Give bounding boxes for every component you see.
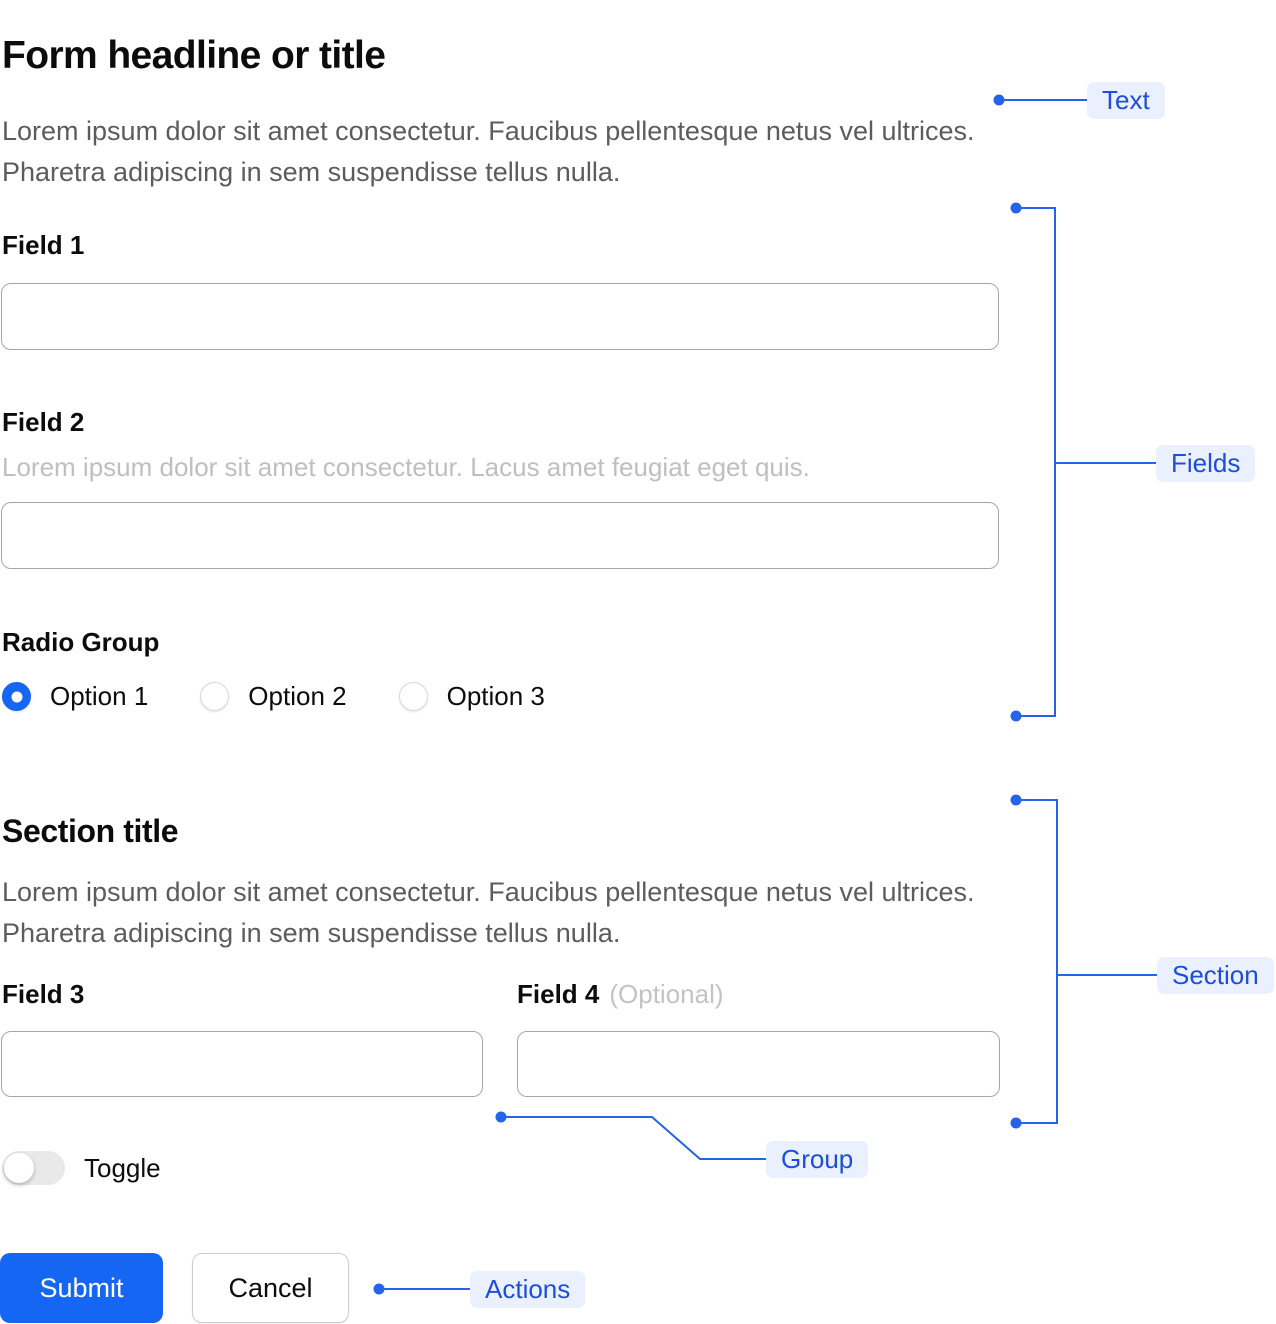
field3-label: Field 3 [2, 979, 85, 1009]
radio-group: Option 1 Option 2 Option 3 [2, 681, 545, 712]
annotation-badge-actions: Actions [470, 1271, 586, 1308]
field4-label-text: Field 4 [517, 979, 600, 1009]
field4-input[interactable] [517, 1031, 1000, 1097]
field3-input[interactable] [1, 1031, 483, 1097]
field4-label: Field 4 (Optional) [517, 979, 724, 1010]
annotation-badge-group: Group [766, 1141, 869, 1178]
toggle-switch[interactable] [2, 1151, 65, 1185]
section-paragraph: Lorem ipsum dolor sit amet consectetur. … [2, 877, 975, 948]
field2-hint: Lorem ipsum dolor sit amet consectetur. … [2, 452, 810, 482]
annotation-badge-text: Text [1087, 82, 1165, 119]
field1-label: Field 1 [2, 230, 85, 260]
annotation-badge-section: Section [1157, 957, 1274, 994]
radio-option-3[interactable]: Option 3 [398, 681, 545, 712]
radio-unselected-icon [200, 682, 230, 711]
toggle-knob [4, 1153, 34, 1183]
radio-unselected-icon [398, 682, 428, 711]
field4-optional-label: (Optional) [609, 979, 724, 1009]
radio-option-1[interactable]: Option 1 [2, 681, 148, 712]
field2-label: Field 2 [2, 407, 85, 437]
form-title: Form headline or title [2, 34, 386, 78]
cancel-button[interactable]: Cancel [192, 1253, 349, 1323]
radio-option-2-label: Option 2 [248, 681, 347, 711]
intro-paragraph: Lorem ipsum dolor sit amet consectetur. … [2, 116, 975, 187]
section-title: Section title [2, 812, 179, 849]
field2-input[interactable] [1, 502, 999, 569]
radio-option-1-label: Option 1 [50, 681, 149, 711]
submit-button[interactable]: Submit [0, 1253, 163, 1323]
radio-option-2[interactable]: Option 2 [200, 681, 347, 712]
radio-selected-icon [2, 682, 31, 711]
field1-input[interactable] [1, 283, 999, 350]
toggle-label: Toggle [84, 1153, 161, 1183]
radio-group-label: Radio Group [2, 627, 160, 657]
radio-option-3-label: Option 3 [446, 681, 545, 711]
annotation-badge-fields: Fields [1156, 445, 1256, 482]
